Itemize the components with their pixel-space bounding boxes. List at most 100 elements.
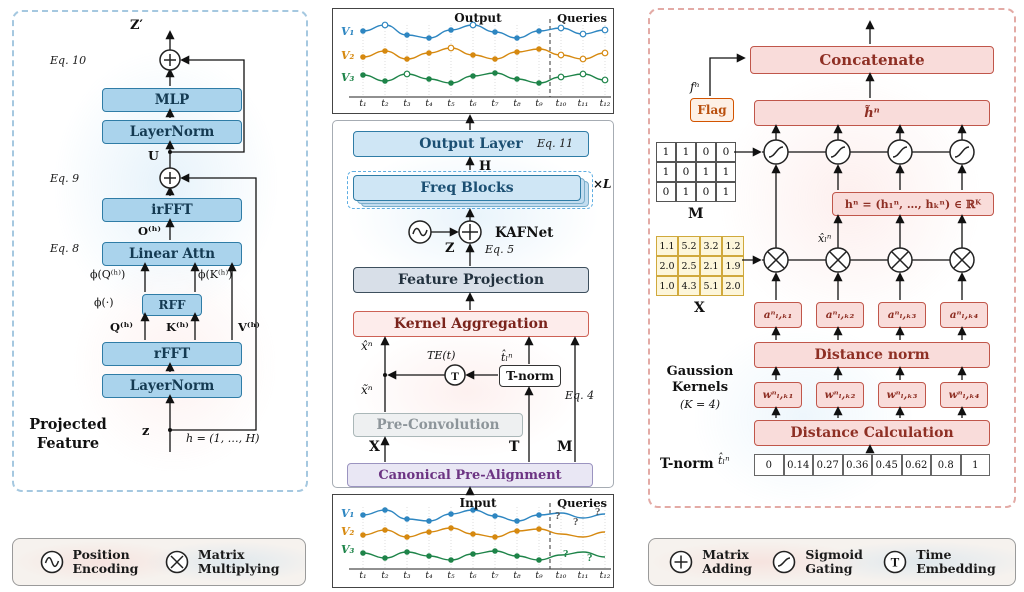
t-cell: 0.62 [901, 454, 931, 476]
t-cell: 1 [960, 454, 990, 476]
series-lines [362, 24, 606, 84]
z-input-label: z [142, 424, 150, 439]
gaussian-kernels-line1: Gaussion [666, 364, 734, 379]
irfft-box: irFFT [102, 198, 242, 222]
projected-feature-panel: Z′ Eq. 10 MLP LayerNorm U Eq. 9 irFFT O⁽… [12, 10, 308, 492]
x-cell: 5.2 [678, 236, 700, 256]
matrix-add-icon [669, 550, 693, 574]
legend-label-line: Matrix [702, 546, 749, 562]
tick-label: t₈ [513, 571, 521, 581]
m-cell: 1 [656, 162, 676, 182]
tick-label: t₁₂ [599, 571, 611, 581]
phi-dot-label: ϕ(·) [94, 296, 114, 309]
eq11-label: Eq. 11 [537, 137, 574, 150]
tick-label: t₁₁ [577, 571, 589, 581]
tick-label: t₁₁ [577, 99, 589, 109]
te-label: TE(t) [427, 349, 456, 362]
tick-label: t₇ [491, 571, 499, 581]
legend-label-line: Matrix [197, 546, 245, 562]
v3-points [360, 548, 542, 563]
position-encoding-icon [40, 550, 63, 574]
pre-convolution-box: Pre-Convolution [353, 413, 523, 437]
time-embedding-icon: T [883, 550, 907, 574]
rfft-box: rFFT [102, 342, 242, 366]
tick-label: t₁ [359, 99, 367, 109]
v1-series-label: V₁ [341, 25, 355, 38]
tick-label: t₈ [513, 99, 521, 109]
legend-label-line: Adding [702, 561, 753, 576]
question-mark: ? [555, 510, 561, 522]
linear-attn-box: Linear Attn [102, 242, 242, 266]
t-hat-label: t̂ₗⁿ [718, 454, 730, 467]
matrix-multiply-icon [165, 550, 189, 574]
flag-box: Flag [690, 98, 734, 122]
queries-label: Queries [557, 496, 607, 510]
eq4-label: Eq. 4 [565, 389, 595, 402]
sigmoid-icon [773, 550, 796, 574]
chart-title: Input [459, 496, 497, 510]
x-cell: 2.5 [678, 256, 700, 276]
kernel-weight-box: wⁿₗ,ₖ₄ [940, 382, 988, 408]
tick-label: t₁ [359, 571, 367, 581]
eq10-label: Eq. 10 [50, 54, 87, 67]
eq9-label: Eq. 9 [50, 172, 80, 185]
output-chart-plot [349, 19, 611, 98]
f-n-label: fⁿ [690, 80, 700, 94]
freq-blocks-box: Freq Blocks [353, 175, 581, 201]
z-feature-label: Z [445, 241, 455, 256]
v3-points [360, 70, 609, 86]
x-cell: 3.2 [700, 236, 722, 256]
v-h-label: V⁽ʰ⁾ [238, 320, 260, 334]
gaussian-k-label: (K = 4) [679, 398, 720, 411]
phi-q-label: ϕ(Q⁽ʰ⁾) [90, 268, 126, 281]
queries-label: Queries [557, 11, 607, 25]
m-cell: 1 [676, 182, 696, 202]
layernorm-bottom-box: LayerNorm [102, 374, 242, 398]
kafnet-label: KAFNet [495, 225, 554, 241]
m-cell: 1 [716, 162, 736, 182]
kernel-aggregation-box: Kernel Aggregation [353, 311, 589, 337]
m-cell: 0 [696, 182, 716, 202]
times-l-label: ×L [593, 177, 612, 191]
x-tilde-label: x̃ⁿ [361, 383, 373, 397]
m-cell: 1 [676, 142, 696, 162]
v2-points [360, 525, 542, 540]
v3-series-label: V₃ [341, 543, 355, 556]
x-cell: 4.3 [678, 276, 700, 296]
gridlines [362, 25, 606, 97]
canonical-pre-alignment-box: Canonical Pre-Alignment [347, 463, 593, 487]
t-norm-box: T-norm [499, 365, 561, 387]
o-h-label: O⁽ʰ⁾ [138, 224, 161, 238]
panel-caption-line2: Feature [36, 435, 100, 452]
series-lines [362, 509, 606, 561]
k-h-label: K⁽ʰ⁾ [166, 320, 189, 334]
h-vector-box: hⁿ = (h₁ⁿ, …, hₖⁿ) ∈ ℝᴷ [832, 192, 994, 216]
x-cell: 1.9 [722, 256, 744, 276]
attention-weight-box: aⁿₗ,ₖ₄ [940, 302, 988, 328]
tick-label: t₁₀ [555, 571, 567, 581]
mlp-box: MLP [102, 88, 242, 112]
m-cell: 1 [716, 182, 736, 202]
tick-label: t₂ [381, 571, 389, 581]
tick-label: t₅ [447, 571, 455, 581]
kernel-weight-box: wⁿₗ,ₖ₁ [754, 382, 802, 408]
panel-caption-line1: Projected [29, 416, 107, 433]
h-tilde-box: h̃ⁿ [754, 100, 990, 126]
v1-points [360, 21, 609, 41]
attention-weight-box: aⁿₗ,ₖ₂ [816, 302, 864, 328]
x-cell: 2.0 [656, 256, 678, 276]
question-mark: ? [573, 516, 579, 528]
attention-weight-box: aⁿₗ,ₖ₃ [878, 302, 926, 328]
v3-line [362, 550, 606, 561]
v1-points [360, 507, 542, 524]
tick-label: t₁₂ [599, 99, 611, 109]
tick-label: t₉ [535, 99, 543, 109]
m-cell: 0 [696, 142, 716, 162]
